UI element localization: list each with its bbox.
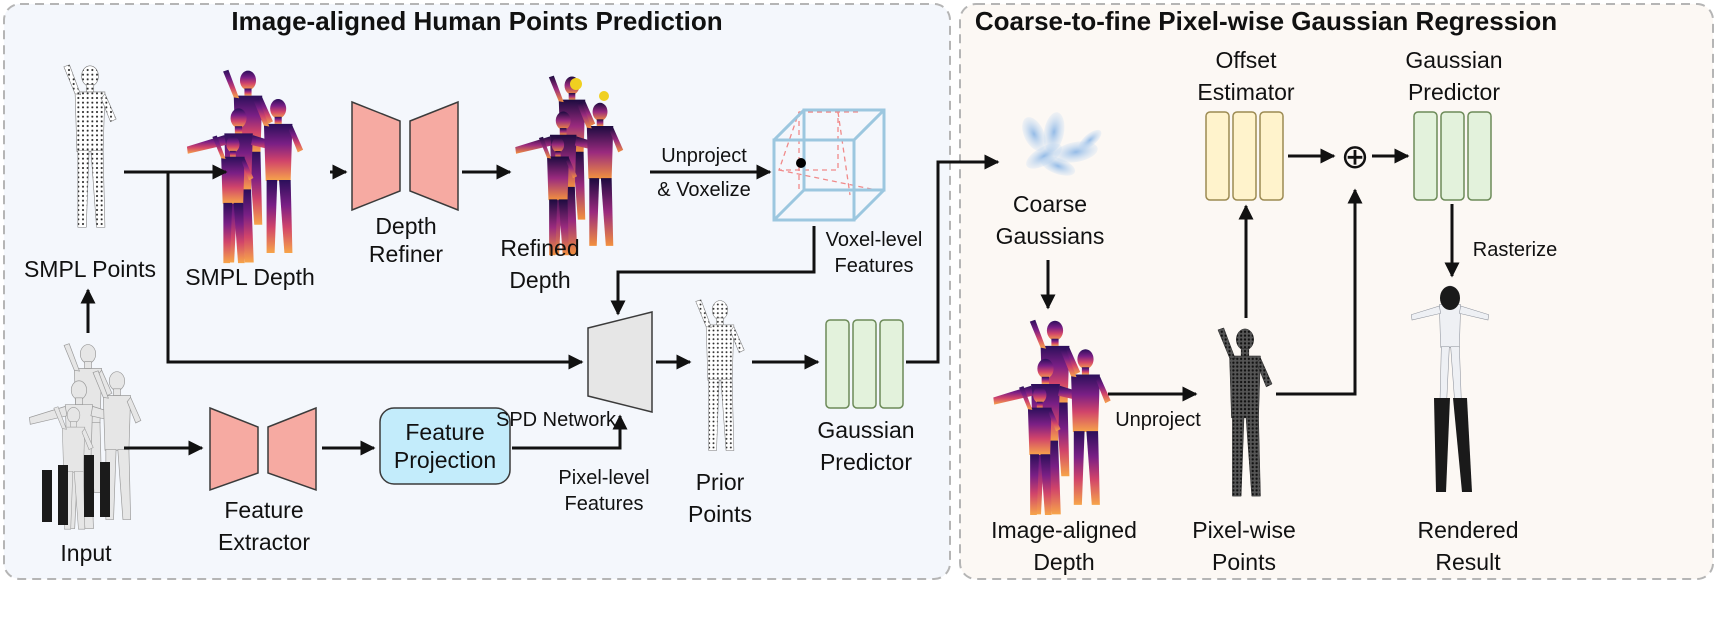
- label-feature-projection-2: Projection: [394, 447, 496, 473]
- gaussian-predictor-left-block: [825, 319, 904, 409]
- label-depth-refiner-2: Refiner: [369, 241, 443, 267]
- feature-projection-block: [379, 407, 511, 485]
- label-unproject-right: Unproject: [1115, 409, 1201, 431]
- label-depth-refiner-1: Depth: [375, 213, 436, 239]
- label-feature-extractor-1: Feature: [224, 497, 303, 523]
- label-offset-estimator-1: Offset: [1216, 47, 1278, 73]
- label-input: Input: [60, 540, 112, 566]
- coarse-gaussians-figure: [1022, 112, 1102, 176]
- label-pixel-wise-points-1: Pixel-wise: [1192, 517, 1296, 543]
- spd-network-block: [587, 311, 653, 413]
- label-rendered-result-1: Rendered: [1417, 517, 1518, 543]
- label-refined-depth-2: Depth: [509, 267, 570, 293]
- depth-refiner-block: [351, 100, 459, 212]
- left-arrows: [80, 154, 1000, 456]
- label-prior-points-1: Prior: [696, 469, 745, 495]
- rendered-result-figure: [1410, 285, 1490, 492]
- plus-operator: ⊕: [1341, 138, 1370, 176]
- label-rendered-result-2: Result: [1435, 549, 1501, 575]
- label-image-aligned-depth-2: Depth: [1033, 549, 1094, 575]
- label-feature-projection-1: Feature: [405, 419, 484, 445]
- label-gaussian-predictor-right-1: Gaussian: [1405, 47, 1502, 73]
- label-pixel-wise-points-2: Points: [1212, 549, 1276, 575]
- input-image: [29, 344, 140, 529]
- label-rasterize: Rasterize: [1473, 239, 1557, 261]
- left-panel: [3, 3, 951, 580]
- label-smpl-depth: SMPL Depth: [185, 264, 315, 290]
- label-refined-depth-1: Refined: [500, 235, 579, 261]
- label-coarse-gaussians-1: Coarse: [1013, 191, 1087, 217]
- label-smpl-points: SMPL Points: [24, 256, 156, 282]
- label-offset-estimator-2: Estimator: [1197, 79, 1294, 105]
- label-spd-network: SPD Network: [496, 409, 617, 431]
- label-unproject-voxelize-1: Unproject: [661, 145, 747, 167]
- gaussian-predictor-right-block: [1413, 111, 1492, 201]
- label-pixel-features-2: Features: [565, 493, 644, 515]
- label-voxel-features-1: Voxel-level: [826, 229, 923, 251]
- label-gaussian-predictor-left-2: Predictor: [820, 449, 912, 475]
- label-feature-extractor-2: Extractor: [218, 529, 310, 555]
- label-gaussian-predictor-right-2: Predictor: [1408, 79, 1500, 105]
- left-section-title: Image-aligned Human Points Prediction: [231, 6, 722, 36]
- voxel-cube: [772, 108, 886, 222]
- label-unproject-voxelize-2: & Voxelize: [657, 179, 750, 201]
- right-arrows: [1040, 148, 1460, 402]
- label-prior-points-2: Points: [688, 501, 752, 527]
- offset-estimator-block: [1205, 111, 1284, 201]
- label-voxel-features-2: Features: [835, 255, 914, 277]
- diagram-labels: SMPL Points Input SMPL Depth Depth Refin…: [24, 47, 1557, 575]
- label-coarse-gaussians-2: Gaussians: [996, 223, 1105, 249]
- label-gaussian-predictor-left-1: Gaussian: [817, 417, 914, 443]
- label-image-aligned-depth-1: Image-aligned: [991, 517, 1137, 543]
- right-panel: [959, 3, 1714, 580]
- refined-depth-image: [515, 76, 623, 256]
- label-pixel-features-1: Pixel-level: [558, 467, 649, 489]
- feature-extractor-block: [209, 406, 317, 492]
- right-section-title: Coarse-to-fine Pixel-wise Gaussian Regre…: [975, 6, 1557, 36]
